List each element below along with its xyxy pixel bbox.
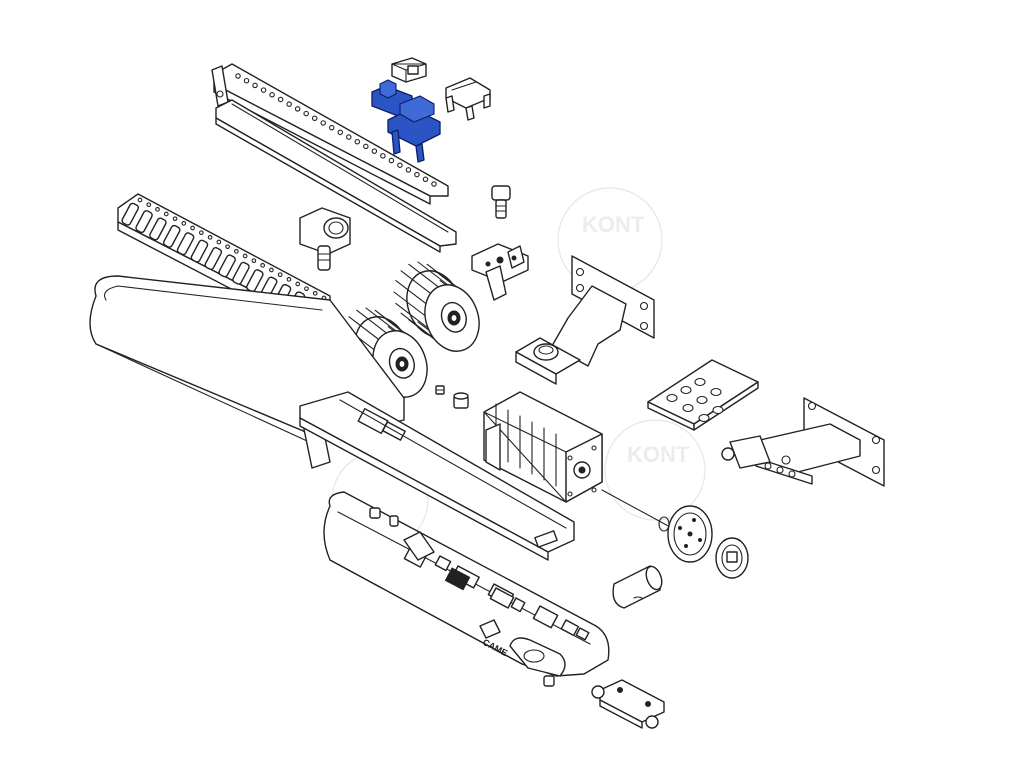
rack-tooth: [190, 239, 209, 263]
encoder-disc[interactable]: [658, 505, 713, 563]
rack-hole: [260, 87, 267, 93]
rack-hole: [181, 220, 187, 226]
spacer-hole: [710, 387, 722, 397]
rack-hole: [137, 197, 143, 203]
rack-hole: [388, 157, 395, 164]
rack-hole: [422, 176, 429, 183]
pinion-gear-upper[interactable]: [393, 261, 488, 359]
rack-hole: [294, 106, 301, 112]
spacer-hole: [680, 385, 692, 395]
capacitor[interactable]: [612, 564, 665, 609]
encoder-cap[interactable]: [715, 537, 749, 579]
rack-tooth: [121, 202, 139, 226]
rack-hole: [380, 153, 386, 159]
rack-hole: [190, 225, 195, 231]
clip-part[interactable]: [445, 77, 491, 121]
rack-hole: [269, 92, 275, 98]
rack-hole: [172, 216, 178, 222]
rack-hole: [163, 211, 169, 217]
rack-hole: [320, 120, 326, 126]
limit-switch-bracket[interactable]: [371, 79, 441, 163]
rack-hole: [311, 115, 318, 122]
spacer-hole: [682, 403, 694, 413]
rack-hole: [243, 77, 250, 84]
rack-hole: [304, 286, 309, 292]
limit-switch-block[interactable]: [391, 57, 427, 83]
spacer-hole: [694, 377, 706, 387]
spacer-hole: [666, 393, 678, 403]
rack-hole: [397, 162, 403, 168]
spacer-hole: [698, 413, 710, 423]
housing-component: [575, 627, 590, 641]
rack-hole: [235, 73, 241, 79]
base-housing[interactable]: CAME: [323, 491, 610, 677]
gear-rack-1[interactable]: [211, 63, 449, 205]
rack-tooth: [232, 261, 250, 285]
rack-hole: [146, 202, 152, 208]
rack-tooth: [135, 210, 153, 234]
rack-hole: [225, 244, 230, 250]
connector-pins[interactable]: [435, 385, 469, 409]
gear-motor[interactable]: [483, 391, 673, 529]
rack-hole: [269, 267, 274, 273]
release-lever[interactable]: [471, 243, 529, 301]
rack-hole: [155, 206, 160, 212]
spacer-hole: [696, 395, 708, 405]
rack-hole: [328, 124, 335, 131]
spacer-hole: [712, 405, 724, 415]
housing-component: [434, 555, 452, 572]
cable-gland[interactable]: [299, 207, 351, 271]
housing-component: [510, 597, 526, 613]
housing-component: [532, 605, 559, 629]
mounting-bracket-upper[interactable]: [515, 255, 655, 385]
rack-hole: [312, 290, 318, 296]
rack-tooth: [204, 247, 223, 270]
rack-tooth: [149, 217, 167, 241]
mounting-bracket-lower[interactable]: [721, 397, 885, 487]
spacer-plate[interactable]: [647, 359, 759, 431]
rack-hole: [303, 110, 309, 117]
screw[interactable]: [369, 507, 555, 687]
fixing-bracket[interactable]: [591, 679, 665, 729]
rack-tooth: [218, 254, 236, 278]
release-key[interactable]: [491, 185, 511, 219]
rack-hole: [277, 96, 284, 103]
rack-hole: [198, 230, 204, 236]
rack-hole: [251, 258, 257, 264]
rack-tooth: [176, 232, 195, 256]
rack-hole: [286, 276, 292, 282]
top-cover[interactable]: [299, 391, 575, 561]
rack-hole: [431, 181, 437, 187]
rack-hole: [371, 148, 378, 154]
rack-hole: [207, 234, 213, 240]
gear-rack-2[interactable]: [117, 193, 331, 331]
watermark-text: KONT: [627, 442, 690, 467]
rack-hole: [277, 272, 283, 278]
rack-tooth: [162, 224, 181, 248]
rack-hole: [234, 248, 239, 254]
housing-component: [560, 619, 580, 637]
rack-cover-strip[interactable]: [215, 99, 457, 253]
rack-hole: [363, 143, 369, 150]
rack-hole: [252, 82, 258, 89]
watermark: KONT KONT: [331, 187, 706, 549]
rack-hole: [354, 138, 361, 145]
rack-hole: [260, 262, 266, 268]
rack-hole: [242, 253, 248, 259]
rack-hole: [405, 167, 412, 173]
rack-hole: [286, 101, 292, 107]
rack-hole: [414, 171, 420, 178]
rack-hole: [346, 134, 352, 140]
rack-hole: [295, 281, 301, 287]
rack-hole: [337, 129, 344, 136]
rack-hole: [216, 239, 222, 245]
watermark-text: KONT: [582, 212, 645, 237]
